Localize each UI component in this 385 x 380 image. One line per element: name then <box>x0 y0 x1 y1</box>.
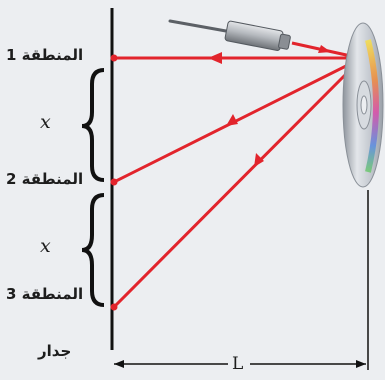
spot-region-3 <box>110 303 118 311</box>
beam-1-arrow <box>208 52 222 64</box>
region-3-label: المنطقة 3 <box>6 285 84 303</box>
brace-x-upper <box>81 68 105 182</box>
beam-2-arrow <box>226 114 238 126</box>
spacing-x-upper-label: x <box>40 111 51 133</box>
wall-label: جدار <box>38 342 72 360</box>
laser-pointer-icon <box>168 19 291 51</box>
beam-to-region-2 <box>113 56 363 184</box>
spot-region-1 <box>110 54 118 62</box>
brace-x-lower <box>81 193 105 307</box>
spacing-x-lower-label: x <box>40 235 51 257</box>
region-1-label: المنطقة 1 <box>6 46 84 64</box>
distance-L-label: L <box>232 354 244 374</box>
beam-to-region-3 <box>112 56 364 309</box>
incident-beam-arrow <box>318 45 331 53</box>
cd-disc-icon <box>342 22 384 188</box>
beam-3-arrow <box>254 153 264 167</box>
region-2-label: المنطقة 2 <box>6 170 84 188</box>
spot-region-2 <box>110 178 118 186</box>
